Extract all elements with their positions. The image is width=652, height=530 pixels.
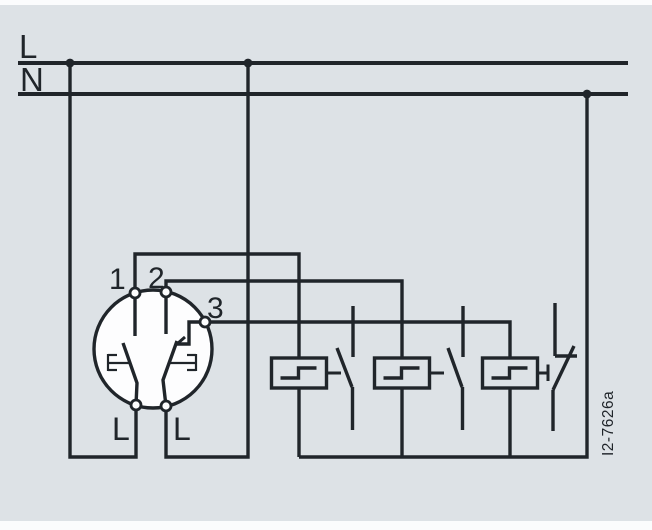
- wire-N-to-coil-rail: [299, 94, 589, 459]
- impulse-relay-1: [269, 306, 355, 457]
- relay1-contact-blade: [335, 347, 354, 388]
- impulse-relay-2: [372, 306, 465, 457]
- power-bus: L N: [18, 28, 628, 99]
- line-label: L: [19, 28, 37, 65]
- relay1-contact: [335, 306, 355, 430]
- relay1-step-symbol: [280, 366, 317, 380]
- terminal-L-right-pin: [159, 399, 173, 413]
- diagram-id: I2-7626a: [600, 391, 617, 456]
- wire-L-to-right-common: [164, 63, 250, 459]
- bottom-right-L-label: L: [173, 411, 191, 447]
- terminal-2-label: 2: [148, 262, 165, 295]
- sheet-background: [0, 5, 652, 521]
- terminal-L-left-pin: [129, 398, 143, 412]
- relay3-contact: [551, 303, 577, 431]
- wire-L-to-left-common: [68, 63, 138, 459]
- terminal-2-pin: [159, 285, 173, 299]
- contact2-drive-symbol: [170, 353, 198, 372]
- time-switch: 1 2 3 L L: [92, 262, 224, 447]
- supply-drops: [68, 63, 250, 459]
- impulse-relay-3: [480, 303, 577, 457]
- contact3-step-lead: [177, 320, 205, 346]
- terminal-1-label: 1: [109, 263, 126, 296]
- neutral-label: N: [20, 61, 44, 98]
- contact3-arrow-barb: [176, 335, 186, 346]
- wire-terminal1-to-coil1: [133, 252, 301, 358]
- bottom-left-L-label: L: [112, 411, 130, 447]
- neutral-return: [299, 94, 589, 459]
- relay3-contact-blade: [551, 345, 576, 391]
- relay2-contact-blade: [446, 347, 464, 388]
- contact1-drive-symbol: [106, 353, 129, 372]
- relay2-step-symbol: [383, 366, 420, 380]
- terminal-3-label: 3: [207, 292, 224, 325]
- contact1-blade: [121, 342, 139, 406]
- contact2-blade: [161, 340, 179, 407]
- terminal-3-pin: [198, 315, 212, 329]
- wire-terminal3-to-coil3: [205, 320, 512, 358]
- time-switch-body: [92, 288, 214, 410]
- relay3-step-symbol: [491, 366, 528, 380]
- terminal-1-pin: [128, 286, 142, 300]
- relay2-contact: [446, 306, 465, 430]
